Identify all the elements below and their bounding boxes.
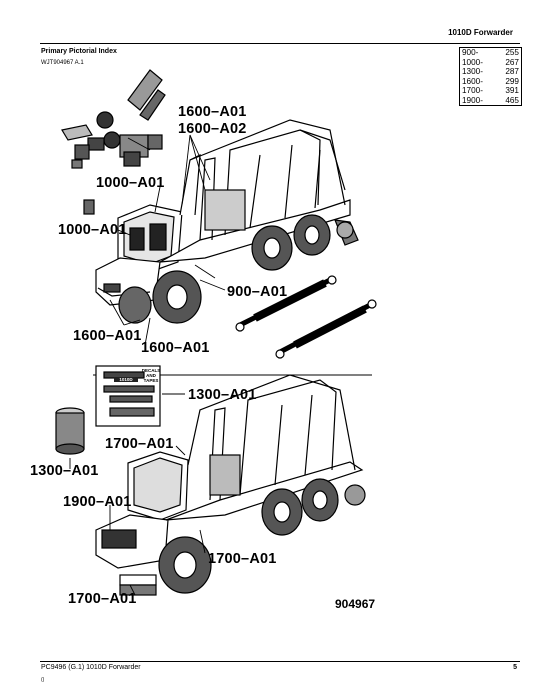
- callout-1000-a01-b[interactable]: 1000–A01: [58, 222, 127, 238]
- section-reference: WJT904967 A.1: [41, 60, 84, 66]
- index-row[interactable]: 1700- 391: [460, 86, 521, 96]
- hydraulic-cylinders-drawing: [235, 275, 377, 359]
- index-group: 1300-: [462, 67, 483, 76]
- top-forwarder-drawing: [95, 119, 359, 324]
- decals-drawing: [95, 365, 161, 427]
- index-page: 465: [505, 95, 519, 105]
- decals-label: DECALS AND TAPES: [141, 368, 161, 383]
- cab-parts-drawing: [61, 69, 166, 215]
- decal-model-label: 1010D: [114, 377, 138, 382]
- index-page: 287: [505, 67, 519, 76]
- callout-1600-a01-top[interactable]: 1600–A01: [178, 104, 247, 120]
- header-rule: [40, 43, 520, 44]
- callout-1700-a01-right[interactable]: 1700–A01: [208, 551, 277, 567]
- callout-1600-a01-bottom[interactable]: 1600–A01: [141, 340, 210, 356]
- callout-1000-a01-a[interactable]: 1000–A01: [96, 175, 165, 191]
- callout-1700-a01-mid[interactable]: 1700–A01: [105, 436, 174, 452]
- section-title: Primary Pictorial Index: [41, 48, 117, 55]
- callout-1600-a02-top[interactable]: 1600–A02: [178, 121, 247, 137]
- index-group: 1700-: [462, 86, 483, 95]
- index-group: 900-: [462, 48, 479, 57]
- index-page: 299: [505, 76, 519, 86]
- footer-mark: (): [41, 677, 45, 683]
- index-row[interactable]: 900- 255: [460, 48, 521, 58]
- index-page: 391: [505, 86, 519, 95]
- index-page: 267: [505, 57, 519, 67]
- index-row[interactable]: 1300- 287: [460, 67, 521, 77]
- callout-900-a01[interactable]: 900–A01: [227, 284, 288, 300]
- index-group: 1900-: [462, 95, 483, 105]
- index-row[interactable]: 1900- 465: [460, 96, 521, 106]
- callout-1600-a01-left[interactable]: 1600–A01: [73, 328, 142, 344]
- callout-1300-a01-right[interactable]: 1300–A01: [188, 387, 257, 403]
- callout-1900-a01[interactable]: 1900–A01: [63, 494, 132, 510]
- index-group: 1000-: [462, 57, 483, 67]
- index-row[interactable]: 1600- 299: [460, 77, 521, 87]
- figure-number: 904967: [335, 597, 376, 611]
- index-group: 1600-: [462, 76, 483, 86]
- index-page: 255: [505, 48, 519, 57]
- callout-1300-a01-left[interactable]: 1300–A01: [30, 463, 99, 479]
- footer-rule: [40, 661, 520, 662]
- header-title: 1010D Forwarder: [448, 28, 513, 37]
- index-row[interactable]: 1000- 267: [460, 58, 521, 68]
- footer-text: PC9496 (G.1) 1010D Forwarder: [41, 664, 141, 671]
- bottom-forwarder-drawing: [95, 374, 366, 596]
- filter-drawing: [55, 407, 85, 455]
- callout-1700-a01-bottom[interactable]: 1700–A01: [68, 591, 137, 607]
- index-table: 900- 255 1000- 267 1300- 287 1600- 299 1700-…: [459, 47, 522, 106]
- page-number: 5: [513, 664, 517, 671]
- leader-lines: [69, 134, 226, 596]
